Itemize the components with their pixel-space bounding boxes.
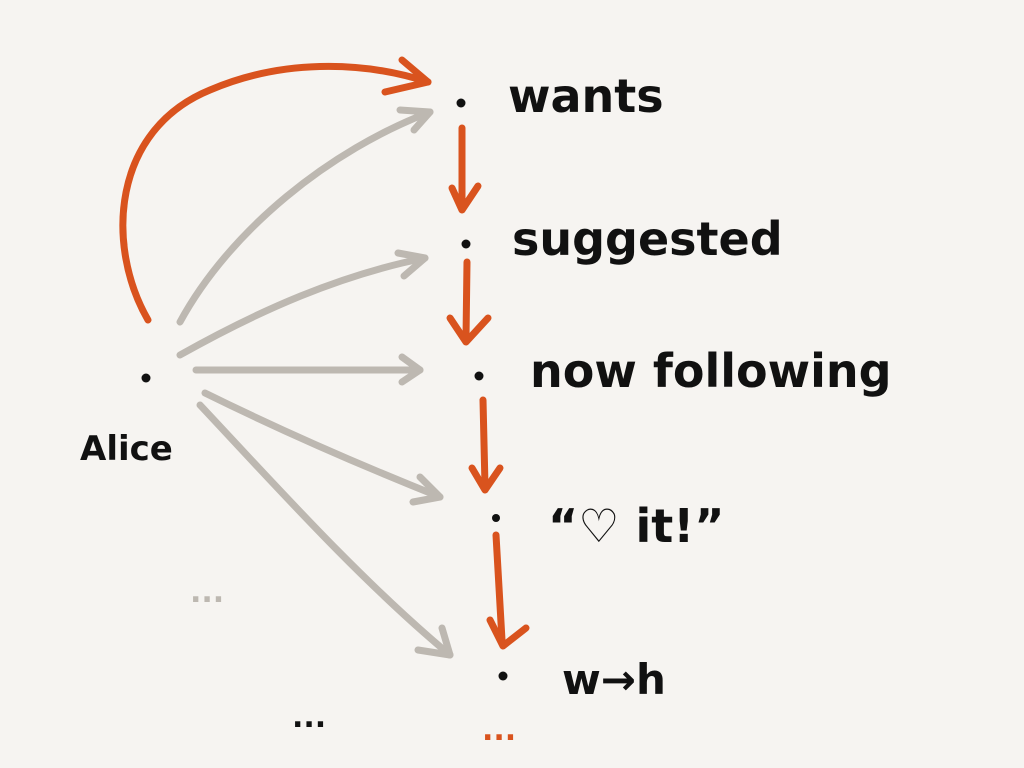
- node-dot-following: [474, 371, 484, 381]
- gray-arrows: [176, 106, 454, 659]
- edge-alice-wants-orange-head: [381, 56, 432, 96]
- edge-alice-heart-head: [409, 473, 444, 506]
- ellipsis-mid-left: ...: [190, 575, 224, 610]
- label-wh: w→h: [562, 655, 666, 704]
- edge-following-heart: [479, 396, 489, 490]
- edge-alice-wants-orange: [119, 62, 432, 324]
- edge-alice-heart: [201, 389, 444, 501]
- label-alice: Alice: [80, 429, 173, 469]
- label-wants: wants: [508, 69, 664, 123]
- edge-alice-wants: [176, 108, 434, 326]
- edge-suggested-following: [462, 258, 471, 342]
- ellipsis-bottom-orange: ...: [482, 713, 516, 748]
- node-dots: [141, 98, 508, 681]
- edge-alice-suggested: [176, 254, 429, 359]
- edge-following-heart-head: [468, 464, 504, 494]
- node-dot-suggested: [461, 239, 471, 249]
- orange-arrows: [119, 56, 530, 650]
- edge-suggested-following-head: [446, 314, 492, 346]
- edge-heart-wh-head: [486, 616, 530, 650]
- node-labels: Alice wants suggested now following “♡ i…: [80, 69, 892, 704]
- node-dot-wh: [498, 671, 508, 681]
- continuation-marks: ... ... ...: [190, 575, 516, 748]
- edge-wants-suggested-head: [448, 182, 482, 214]
- edge-alice-wants-head: [396, 106, 434, 134]
- edge-alice-following-head: [398, 353, 424, 386]
- label-now-following: now following: [530, 344, 892, 398]
- label-suggested: suggested: [512, 212, 783, 266]
- edge-alice-wh-head: [414, 624, 454, 659]
- node-dot-heart: [492, 514, 500, 522]
- edge-heart-wh: [492, 531, 506, 644]
- ellipsis-bottom-left: ...: [292, 700, 326, 735]
- edge-alice-suggested-head: [394, 249, 429, 280]
- label-heart-it: “♡ it!”: [548, 499, 724, 553]
- node-dot-wants: [456, 98, 466, 108]
- edge-alice-wh: [196, 401, 454, 659]
- node-dot-alice: [141, 373, 151, 383]
